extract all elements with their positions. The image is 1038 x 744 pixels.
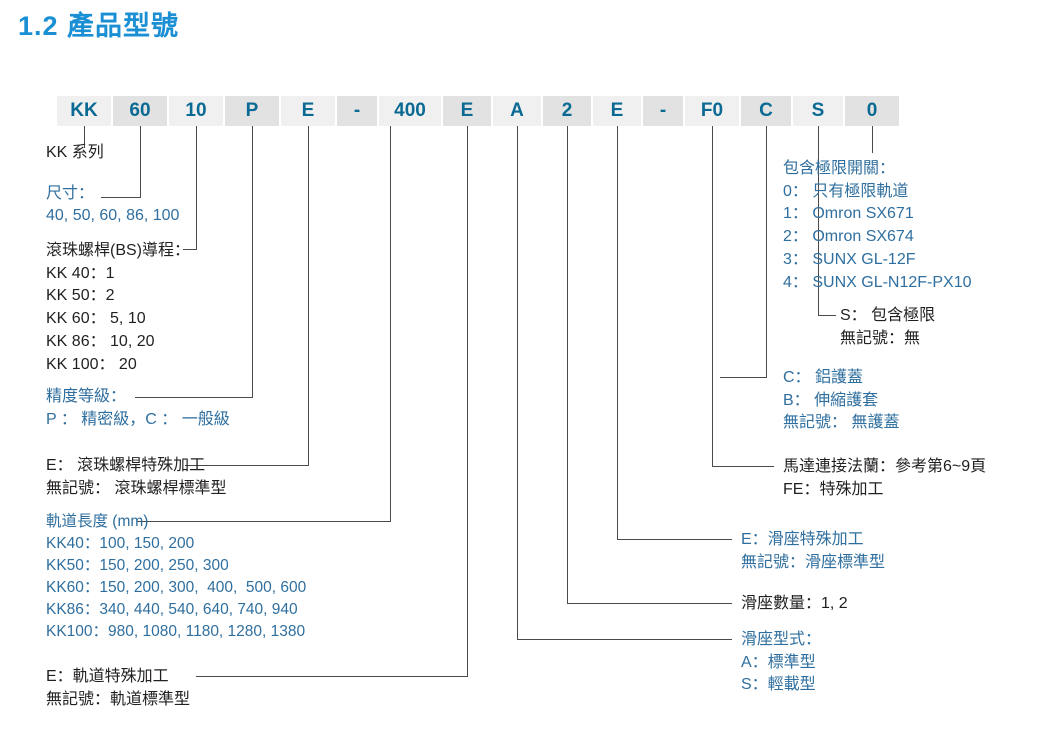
model-code-cell: 60 [113,96,167,126]
annotation-size-values: 40, 50, 60, 86, 100 [46,207,180,224]
annotation-cover-type: C： 鋁護蓋 B： 伸縮護套 無記號： 無護蓋 [783,369,900,432]
annotation-limit-switch: 包含極限開關： 0： 只有極限軌道 1： Omron SX671 2： Omro… [783,160,972,291]
annotation-rail-length: 軌道長度 (mm) KK40：100, 150, 200 KK50：150, 2… [46,513,307,640]
annotation-precision-grade: 精度等級： P ： 精密級，C ： 一般級 [46,388,230,428]
model-code-cell: 400 [379,96,441,126]
model-code-cell: E [593,96,641,126]
annotation-ball-screw-lead: 滾珠螺桿(BS)導程： KK 40：1 KK 50：2 KK 60： 5, 10… [46,242,191,373]
annotation-limit-include: S： 包含極限 無記號：無 [840,307,936,347]
model-code-cell: F0 [685,96,739,126]
annotation-size-title: 尺寸： [46,185,95,202]
page-title: 1.2 產品型號 [18,11,180,41]
model-code-cell: E [443,96,491,126]
model-code-cell: E [281,96,335,126]
model-code-cell: - [643,96,683,126]
model-code-cell: P [225,96,279,126]
annotation-slide-machining: E：滑座特殊加工 無記號：滑座標準型 [741,531,886,571]
model-code-cell: C [741,96,791,126]
model-code-cell: 2 [543,96,591,126]
annotation-slide-quantity: 滑座數量：1, 2 [741,595,848,612]
model-code-cell: KK [57,96,111,126]
model-code-cell: A [493,96,541,126]
annotation-slide-type: 滑座型式： A：標準型 S：輕載型 [741,631,822,694]
model-code-cell: 0 [845,96,899,126]
model-code-cell: - [337,96,377,126]
annotation-series: KK 系列 [46,144,104,161]
annotation-rail-machining: E：軌道特殊加工 無記號：軌道標準型 [46,668,191,708]
model-code-cell: S [793,96,843,126]
annotation-motor-flange: 馬達連接法蘭：參考第6~9頁 FE：特殊加工 [783,458,987,498]
annotation-ball-screw-machining: E： 滾珠螺桿特殊加工 無記號： 滾珠螺桿標準型 [46,457,227,497]
model-code-cell: 10 [169,96,223,126]
